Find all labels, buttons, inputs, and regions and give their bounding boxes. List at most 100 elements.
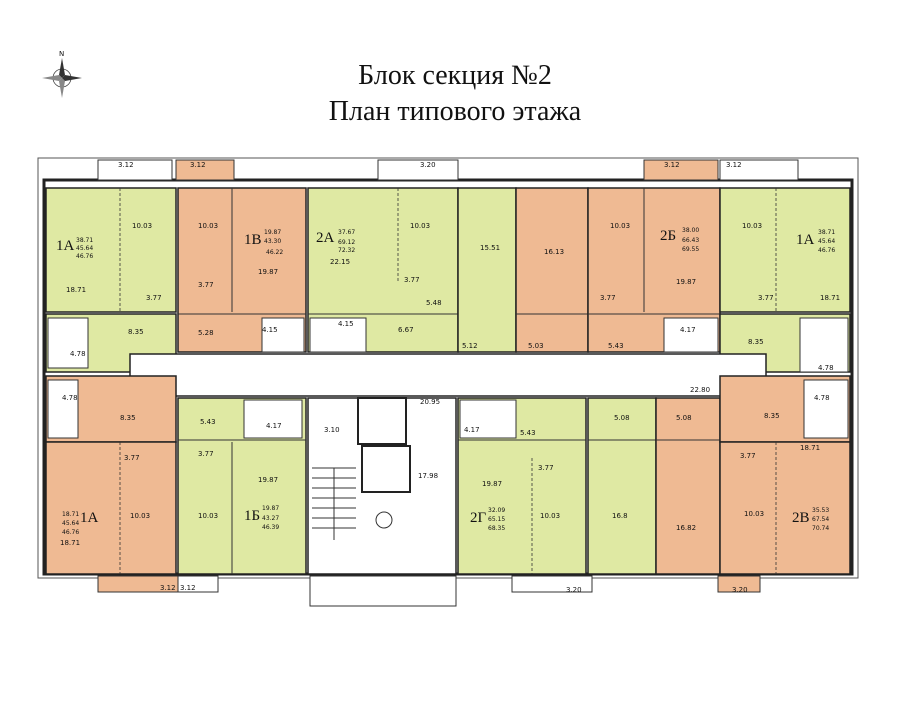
apt-area: 19.87 — [264, 229, 281, 236]
apt-area: 46.76 — [818, 247, 835, 254]
room-label: 3.12 — [180, 584, 196, 592]
room-label: 3.77 — [538, 464, 554, 472]
room-label: 5.48 — [426, 299, 442, 307]
room-label: 3.12 — [118, 161, 134, 169]
apt-area: 70.74 — [812, 525, 829, 532]
room-label: 20.95 — [420, 398, 440, 406]
apt-code: 1А — [80, 510, 99, 526]
room-label: 4.17 — [464, 426, 480, 434]
bathrooms — [47, 317, 849, 439]
room-label: 8.35 — [128, 328, 144, 336]
apt-area: 45.64 — [76, 245, 93, 252]
room-label: 4.78 — [70, 350, 86, 358]
apt-area: 46.76 — [62, 529, 79, 536]
room-label: 16.13 — [544, 248, 564, 256]
apt-2v-bottom — [719, 441, 851, 575]
fan-icon — [375, 511, 393, 529]
apt-area: 18.71 — [62, 511, 79, 518]
room-label: 3.12 — [190, 161, 206, 169]
room-label: 18.71 — [820, 294, 840, 302]
apt-area: 69.55 — [682, 246, 699, 253]
room-label: 16.8 — [612, 512, 628, 520]
room-label: 5.12 — [462, 342, 478, 350]
apt-code: 1А — [796, 232, 815, 248]
room-label: 3.20 — [566, 586, 582, 594]
room-label: 19.87 — [258, 268, 278, 276]
room-label: 3.20 — [420, 161, 436, 169]
apt-area: 69.12 — [338, 239, 355, 246]
room-label: 6.67 — [398, 326, 414, 334]
room-label: 3.77 — [146, 294, 162, 302]
apt-area: 66.43 — [682, 237, 699, 244]
room-labels-top: 3.12 3.12 3.20 3.12 3.12 10.03 10.03 10.… — [66, 161, 840, 372]
apt-area: 43.27 — [262, 515, 279, 522]
apt-area: 46.22 — [266, 249, 283, 256]
room-label: 5.43 — [520, 429, 536, 437]
room-label: 3.77 — [124, 454, 140, 462]
apt-1a-top-right — [719, 187, 851, 313]
room-label: 3.12 — [664, 161, 680, 169]
room-label: 10.03 — [132, 222, 152, 230]
room-label: 4.15 — [338, 320, 354, 328]
room-label: 4.78 — [818, 364, 834, 372]
room-label: 10.03 — [610, 222, 630, 230]
room-label: 5.43 — [608, 342, 624, 350]
room-label: 5.43 — [200, 418, 216, 426]
apt-code: 2Г — [470, 510, 487, 526]
apt-1a-bottom-left — [45, 441, 177, 575]
apt-area: 43.30 — [264, 238, 281, 245]
room-label: 4.17 — [266, 422, 282, 430]
apt-area: 38.71 — [818, 229, 835, 236]
balconies-top — [97, 159, 799, 181]
room-label: 15.51 — [480, 244, 500, 252]
room-label: 18.71 — [60, 539, 80, 547]
stairs-icon — [312, 467, 356, 540]
room-label: 16.82 — [676, 524, 696, 532]
apt-code: 1Б — [244, 508, 260, 524]
room-label: 17.98 — [418, 472, 438, 480]
room-label: 3.77 — [740, 452, 756, 460]
title-line-1: Блок секция №2 — [358, 60, 552, 91]
room-label: 10.03 — [744, 510, 764, 518]
room-label: 19.87 — [482, 480, 502, 488]
room-label: 10.03 — [410, 222, 430, 230]
compass-n: N — [59, 50, 64, 58]
apt-area: 72.32 — [338, 247, 355, 254]
room-label: 18.71 — [800, 444, 820, 452]
room-label: 10.03 — [198, 512, 218, 520]
room-label: 5.08 — [676, 414, 692, 422]
apt-area: 45.64 — [62, 520, 79, 527]
room-label: 4.78 — [814, 394, 830, 402]
room-label: 5.28 — [198, 329, 214, 337]
room-label: 4.78 — [62, 394, 78, 402]
title-line-2: План типового этажа — [328, 96, 582, 127]
room-label: 10.03 — [198, 222, 218, 230]
apt-area: 67.54 — [812, 516, 829, 523]
room-label: 22.15 — [330, 258, 350, 266]
apt-area: 68.35 — [488, 525, 505, 532]
room-label: 3.77 — [404, 276, 420, 284]
apt-area: 45.64 — [818, 238, 835, 245]
room-label: 3.10 — [324, 426, 340, 434]
room-label: 18.71 — [66, 286, 86, 294]
room-label: 4.17 — [680, 326, 696, 334]
corridor — [129, 353, 767, 397]
room-label: 8.35 — [120, 414, 136, 422]
room-label: 8.35 — [764, 412, 780, 420]
room-labels-bottom: 4.78 8.35 5.43 4.17 3.77 3.77 19.87 10.0… — [60, 394, 830, 594]
apt-area: 35.53 — [812, 507, 829, 514]
room-label: 19.87 — [676, 278, 696, 286]
apt-code: 2Б — [660, 228, 676, 244]
apt-area: 38.00 — [682, 227, 699, 234]
compass-rose-icon: N — [42, 50, 82, 98]
room-label: 3.77 — [198, 450, 214, 458]
apt-area: 46.39 — [262, 524, 279, 531]
apt-area: 19.87 — [262, 505, 279, 512]
balconies-bottom — [97, 575, 761, 607]
apt-area: 38.71 — [76, 237, 93, 244]
room-label: 10.03 — [540, 512, 560, 520]
room-label: 5.08 — [614, 414, 630, 422]
room-label: 3.20 — [732, 586, 748, 594]
room-label: 22.80 — [690, 386, 710, 394]
room-label: 3.12 — [726, 161, 742, 169]
